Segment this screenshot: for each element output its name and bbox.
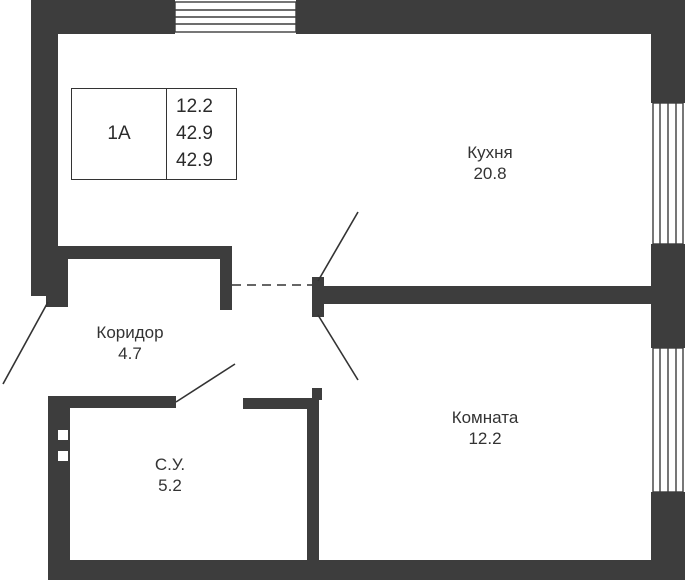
kitchen-name: Кухня bbox=[467, 143, 513, 162]
unit-code: 1A bbox=[72, 89, 167, 179]
bathroom-door bbox=[175, 363, 236, 403]
unit-total-area: 42.9 bbox=[176, 123, 213, 144]
kitchen-door bbox=[317, 211, 359, 282]
corridor-top-wall bbox=[58, 246, 232, 259]
unit-info-box: 1A 12.2 42.9 42.9 bbox=[71, 88, 237, 180]
partition-jamb bbox=[312, 277, 324, 317]
corridor-label: Коридор 4.7 bbox=[75, 322, 185, 364]
left-wall-stub bbox=[46, 250, 68, 307]
room-area: 12.2 bbox=[468, 429, 502, 448]
kitchen-room-partition bbox=[315, 286, 655, 304]
bathroom-right-wall bbox=[307, 398, 319, 580]
left-wall-upper bbox=[31, 0, 58, 296]
top-wall-right bbox=[296, 0, 685, 34]
bottom-wall bbox=[48, 560, 685, 580]
unit-living-area: 12.2 bbox=[176, 96, 213, 117]
vent-square-2 bbox=[58, 451, 68, 461]
room-door bbox=[317, 314, 359, 381]
vent-square-1 bbox=[58, 430, 68, 440]
room-name: Комната bbox=[451, 408, 519, 427]
unit-total-area-alt: 42.9 bbox=[176, 150, 213, 171]
kitchen-area: 20.8 bbox=[473, 164, 507, 183]
bathroom-jamb bbox=[312, 388, 322, 400]
right-wall-mid bbox=[651, 244, 685, 348]
room-label: Комната 12.2 bbox=[430, 407, 540, 449]
bathroom-top-wall-left bbox=[48, 396, 176, 408]
bathroom-area: 5.2 bbox=[158, 476, 182, 495]
kitchen-label: Кухня 20.8 bbox=[440, 142, 540, 184]
bathroom-left-wall bbox=[48, 396, 70, 580]
unit-areas: 12.2 42.9 42.9 bbox=[176, 93, 213, 174]
right-wall-top bbox=[651, 0, 685, 103]
bathroom-label: С.У. 5.2 bbox=[135, 454, 205, 496]
corridor-name: Коридор bbox=[96, 323, 164, 342]
corridor-right-jamb bbox=[220, 246, 232, 310]
corridor-area: 4.7 bbox=[118, 344, 142, 363]
bathroom-top-wall-right bbox=[243, 398, 316, 409]
bathroom-name: С.У. bbox=[154, 455, 186, 474]
entrance-door bbox=[2, 301, 49, 385]
